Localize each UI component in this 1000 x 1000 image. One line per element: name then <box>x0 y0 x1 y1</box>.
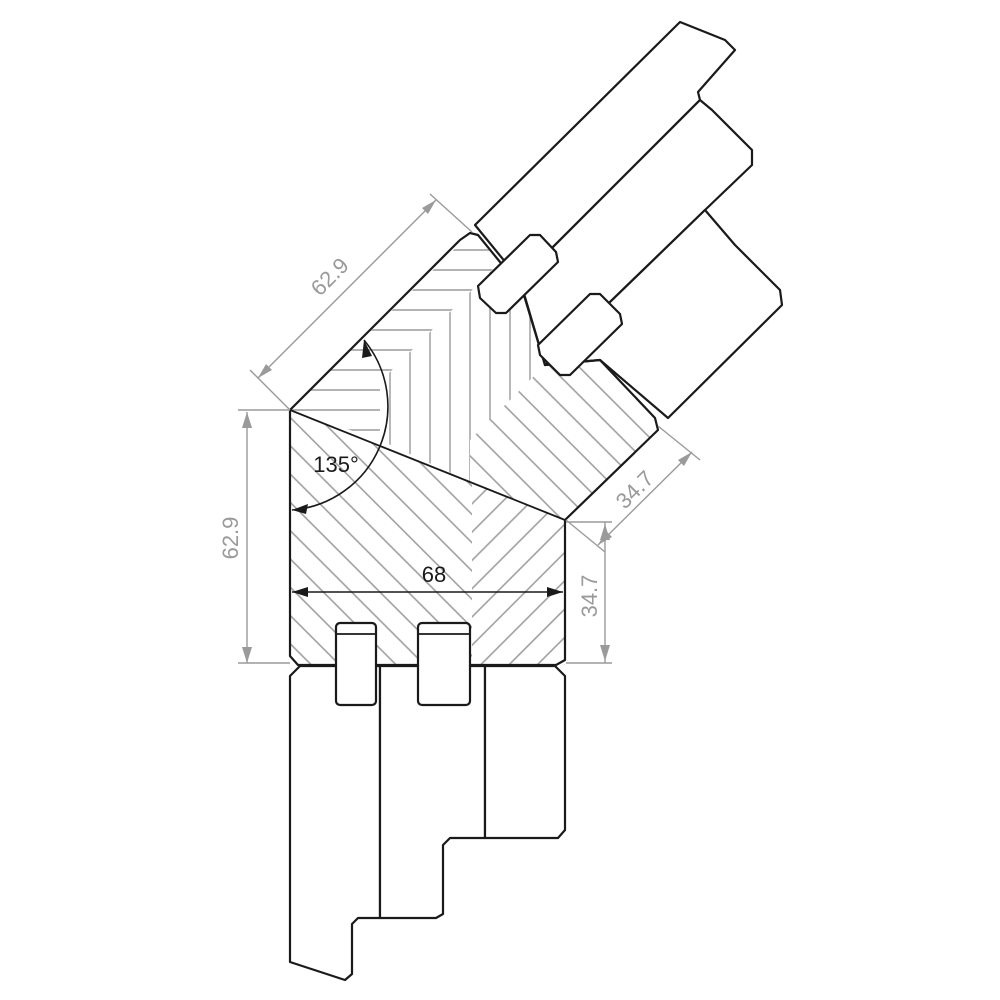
dimension-width-label: 68 <box>422 562 446 587</box>
dimension-left-side: 62.9 <box>218 409 290 664</box>
dimension-right-diagonal-label: 34.7 <box>611 466 659 514</box>
dimension-width: 68 <box>292 562 563 597</box>
lower-gasket-2 <box>416 621 472 707</box>
angle-indicator: 135° <box>291 339 389 514</box>
upper-gasket-2 <box>536 292 624 377</box>
block-upper-left-hatch <box>290 232 500 440</box>
lower-leg-piece-3 <box>483 664 567 840</box>
block-lower-right-hatch <box>472 482 565 665</box>
upper-gaskets <box>476 233 624 377</box>
miter-joint-line <box>289 409 566 521</box>
upper-arm-profile <box>473 20 784 420</box>
angle-label: 135° <box>313 452 359 477</box>
dimension-left-side-label: 62.9 <box>218 517 243 560</box>
lower-leg-profile <box>288 664 567 982</box>
block-upper-middle-hatch <box>380 262 545 482</box>
lower-gaskets <box>334 621 472 707</box>
block-lower-left-hatch <box>290 410 472 665</box>
dimension-right-vertical-label: 34.7 <box>577 575 602 618</box>
block-upper-right-hatch <box>470 360 658 520</box>
upper-arm-piece-3 <box>543 208 784 420</box>
lower-gasket-1 <box>334 621 378 707</box>
corner-block <box>288 231 660 667</box>
dimension-right-vertical: 34.7 <box>566 521 612 664</box>
dimension-top-edge-label: 62.9 <box>306 253 354 301</box>
upper-gasket-1 <box>476 233 560 315</box>
lower-leg-piece-1 <box>288 664 382 982</box>
